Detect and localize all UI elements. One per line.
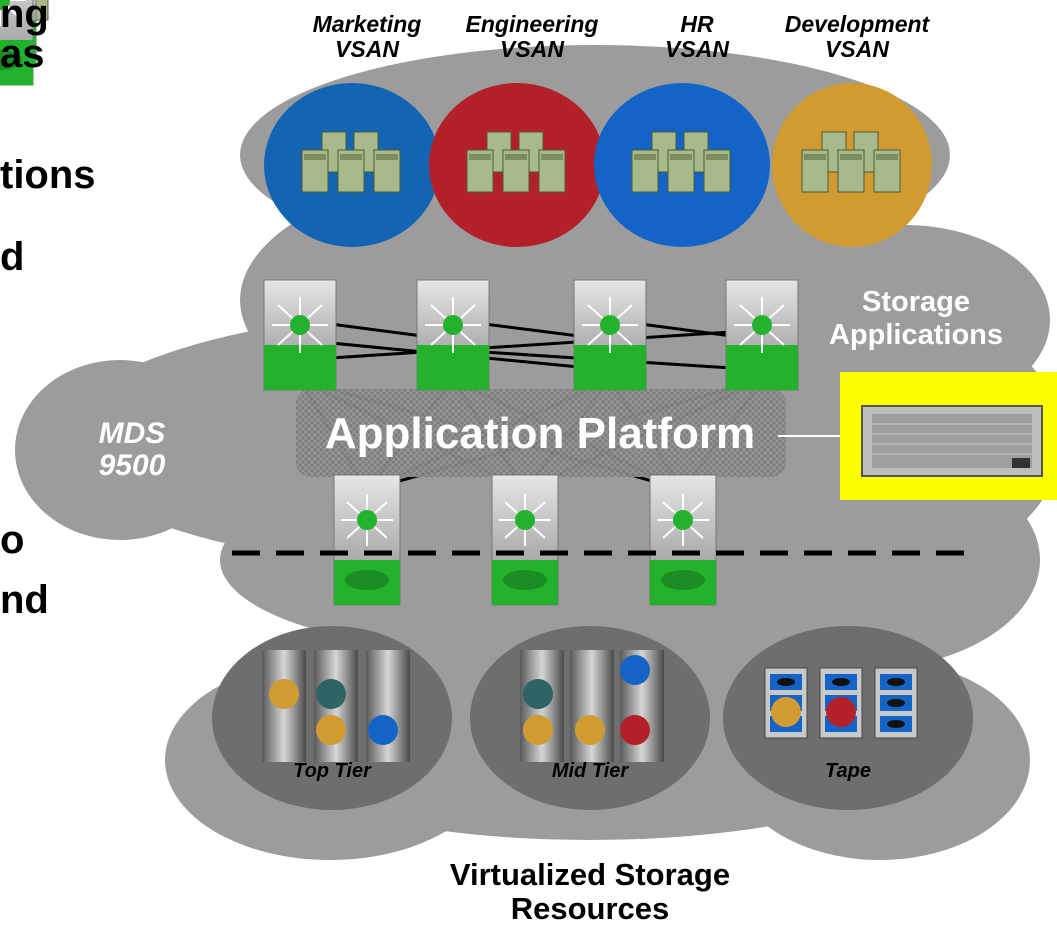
left-text-fragment: d — [0, 235, 25, 279]
left-text-fragment: as — [0, 32, 45, 76]
tier-label-tape: Tape — [825, 760, 871, 782]
tier-label-top: Top Tier — [293, 760, 371, 782]
tape-libraries — [764, 667, 918, 739]
left-text-fragment: ng — [0, 0, 49, 36]
mid-tier-arrays — [520, 650, 664, 762]
left-text-fragment: o — [0, 518, 25, 562]
fabric-switch-icon — [0, 0, 34, 86]
left-text-fragment: tions — [0, 153, 96, 197]
top-tier-arrays — [262, 650, 410, 762]
storage-appliance-icon — [861, 405, 1043, 477]
left-text-fragment: nd — [0, 578, 49, 622]
application-platform-label: Application Platform — [324, 409, 756, 458]
tier-label-mid: Mid Tier — [551, 760, 629, 782]
application-platform-band — [296, 389, 786, 477]
